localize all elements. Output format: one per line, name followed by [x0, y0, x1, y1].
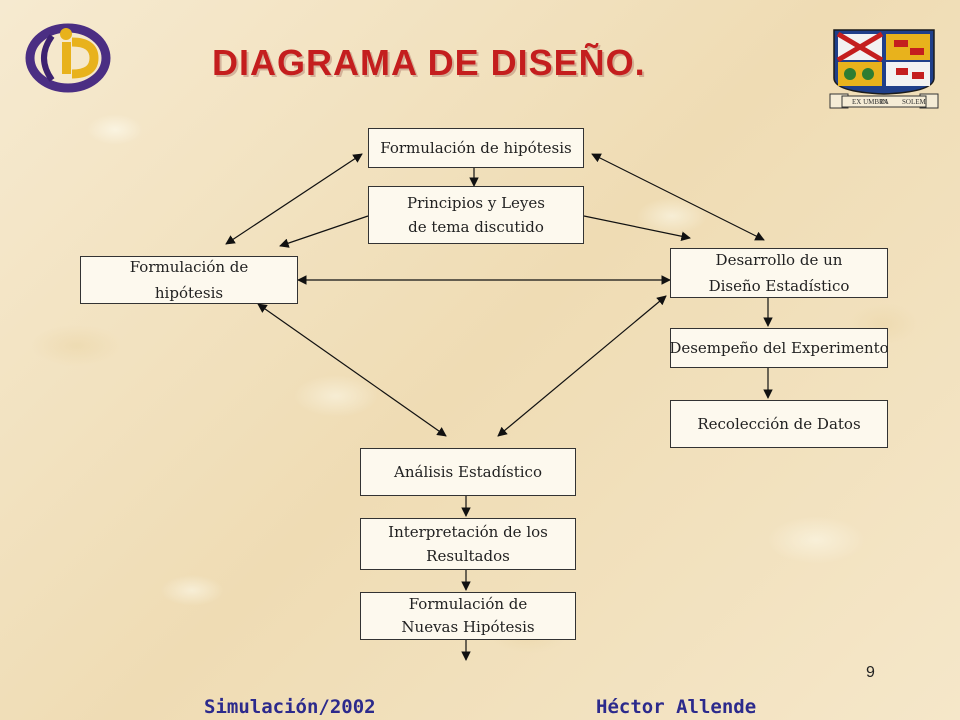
node-collection: Recolección de Datos — [670, 400, 888, 448]
university-seal: EX UMBRA IN SOLEM — [828, 28, 940, 114]
footer-author: Héctor Allende — [596, 696, 757, 718]
arrow-left-analysis — [257, 303, 447, 437]
node-design: Desarrollo de un Diseño Estadístico — [670, 248, 888, 298]
node-left-hypothesis: Formulación de hipótesis — [80, 256, 298, 304]
node-principles: Principios y Leyes de tema discutido — [368, 186, 584, 244]
institution-logo — [22, 18, 118, 98]
node-new-hypotheses: Formulación de Nuevas Hipótesis — [360, 592, 576, 640]
arrow-top-left-hypothesis — [225, 153, 363, 245]
footer-course: Simulación/2002 — [204, 696, 376, 718]
seal-motto-left: EX UMBRA — [852, 98, 889, 106]
node-performance: Desempeño del Experimento — [669, 328, 889, 368]
arrow-principles-design — [583, 215, 691, 241]
arrow-principles-left — [279, 215, 369, 248]
seal-motto-mid: IN — [880, 98, 887, 106]
slide-title: DIAGRAMA DE DISEÑO. — [212, 42, 646, 83]
node-top-hypothesis: Formulación de hipótesis — [368, 128, 584, 168]
page-number: 9 — [866, 664, 875, 681]
seal-motto-right: SOLEM — [902, 98, 927, 106]
node-analysis: Análisis Estadístico — [360, 448, 576, 496]
node-interpretation: Interpretación de los Resultados — [360, 518, 576, 570]
arrow-top-design — [591, 153, 765, 241]
arrow-design-analysis — [497, 295, 667, 437]
